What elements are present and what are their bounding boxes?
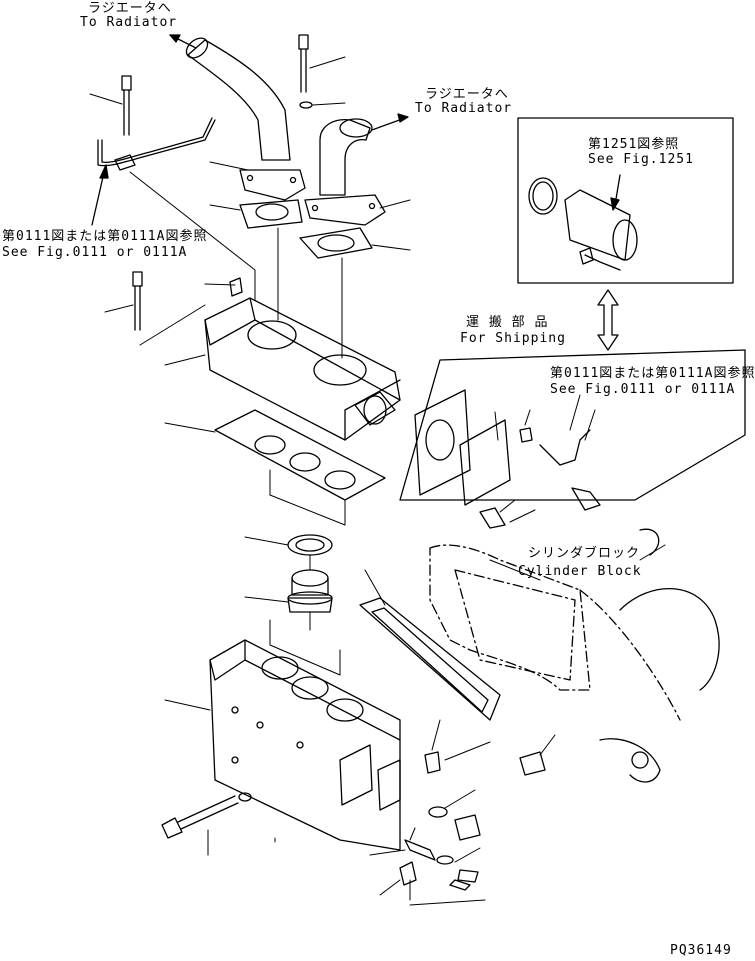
- label-to-radiator-right-jp: ラジエータへ: [425, 87, 509, 102]
- drain-plug: [454, 814, 481, 841]
- gasket-right: [299, 227, 373, 259]
- cylinder-block-outline: [429, 544, 681, 721]
- thermostat: [287, 569, 333, 613]
- double-arrow-link: [597, 289, 619, 351]
- thermostat-housing: [209, 639, 401, 851]
- gasket-left: [239, 199, 303, 229]
- washer-top: [299, 101, 313, 109]
- water-manifold: [204, 297, 401, 441]
- washer-right: [428, 806, 448, 818]
- flywheel-arc: [619, 588, 720, 691]
- shipping-blind-plate: [459, 419, 511, 506]
- plug-fitting-1: [424, 751, 441, 774]
- washer-bottom: [238, 792, 252, 802]
- label-ref-1251-en: See Fig.1251: [588, 152, 694, 167]
- label-ref-1251-jp: 第1251図参照: [588, 137, 680, 152]
- fig-1251-box: [517, 117, 734, 284]
- label-ref-0111-right-jp: 第0111図または第0111A図参照: [550, 366, 755, 381]
- sensor-fitting: [404, 839, 436, 861]
- label-to-radiator-left-jp: ラジエータへ: [88, 1, 172, 16]
- figure-code: PQ36149: [670, 943, 732, 958]
- fig-1251-pipe: [528, 177, 638, 271]
- shipping-bolt-1: [571, 487, 601, 511]
- washer-small: [436, 855, 454, 865]
- block-lower-detail: [599, 738, 661, 783]
- label-ref-0111-left-en: See Fig.0111 or 0111A: [2, 245, 188, 260]
- housing-gasket: [359, 597, 501, 721]
- label-for-shipping-jp: 運 搬 部 品: [466, 315, 549, 330]
- wire-harness-left: [97, 119, 216, 167]
- label-cylinder-block-en: Cylinder Block: [518, 564, 642, 579]
- small-plug: [229, 277, 243, 297]
- label-cylinder-block-jp: シリンダブロック: [528, 546, 641, 561]
- seal-ring: [287, 534, 333, 556]
- shipping-harness: [539, 429, 591, 466]
- label-ref-0111-right-en: See Fig.0111 or 0111A: [550, 382, 736, 397]
- shipping-cover-plate: [414, 389, 471, 496]
- radiator-hose-elbow-right: [304, 118, 386, 226]
- label-for-shipping-en: For Shipping: [460, 331, 566, 346]
- bolt-short-bottom: [399, 861, 417, 886]
- bolt-top-left: [121, 75, 132, 136]
- block-detail-arc: [639, 528, 660, 556]
- plug-fitting-2: [519, 751, 546, 776]
- label-to-radiator-right-en: To Radiator: [415, 101, 513, 116]
- leader-lines: [89, 56, 666, 906]
- connector-small: [457, 869, 479, 883]
- label-to-radiator-left-en: To Radiator: [80, 15, 178, 30]
- bolt-left-middle: [132, 271, 143, 331]
- bolt-top-center: [298, 34, 309, 93]
- manifold-gasket: [214, 409, 386, 501]
- long-bolt-bottom: [161, 795, 239, 839]
- label-ref-0111-left-jp: 第0111図または第0111A図参照: [2, 229, 208, 244]
- guide-lines: [129, 171, 346, 676]
- shipping-bolt-2: [479, 507, 506, 529]
- radiator-hose-elbow-left: [185, 37, 306, 201]
